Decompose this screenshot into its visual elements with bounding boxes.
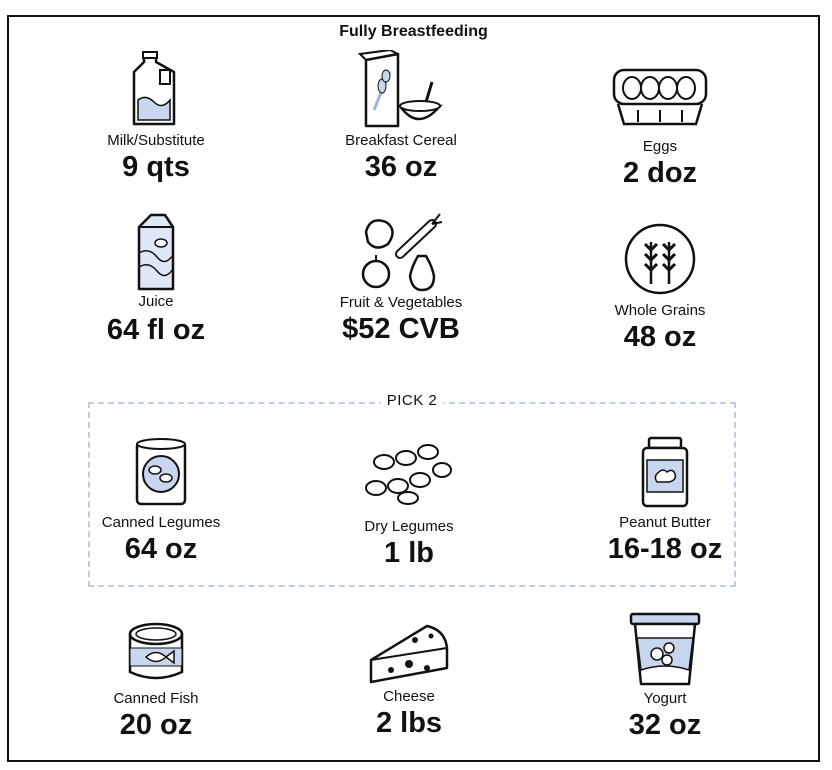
item-amount: 16-18 oz (607, 533, 723, 565)
item-label: Whole Grains (614, 302, 706, 319)
item-label: Juice (138, 293, 174, 310)
item-canned-fish: Canned Fish 20 oz (36, 620, 276, 742)
item-milk: Milk/Substitute 9 qts (36, 50, 276, 184)
item-label: Yogurt (643, 690, 687, 707)
item-label: Canned Legumes (101, 514, 221, 531)
item-whole-grains: Whole Grains 48 oz (540, 222, 780, 354)
item-juice: Juice 64 fl oz (36, 213, 276, 347)
item-dry-legumes: Dry Legumes 1 lb (289, 440, 529, 570)
item-label: Canned Fish (113, 690, 199, 707)
item-label: Breakfast Cereal (345, 132, 457, 149)
item-canned-legumes: Canned Legumes 64 oz (41, 436, 281, 566)
item-amount: 20 oz (119, 709, 193, 741)
item-amount: 1 lb (384, 537, 434, 569)
item-label: Dry Legumes (364, 518, 454, 535)
juice-carton-icon (137, 213, 175, 291)
pick-two-group: PICK 2 (88, 392, 736, 587)
fruit-vegetables-icon (361, 213, 443, 292)
item-label: Eggs (642, 138, 678, 155)
item-amount: 48 oz (623, 321, 697, 353)
item-cereal: Breakfast Cereal 36 oz (281, 50, 521, 184)
item-label: Peanut Butter (619, 514, 711, 531)
wheat-icon (624, 223, 696, 295)
item-amount: 64 oz (124, 533, 198, 565)
page-title: Fully Breastfeeding (325, 23, 502, 41)
cheese-icon (369, 624, 449, 684)
dry-legumes-icon (365, 444, 452, 505)
item-label: Cheese (383, 688, 435, 705)
item-amount: 2 lbs (375, 707, 443, 739)
item-fruit-vegetables: Fruit & Vegetables $52 CVB (281, 210, 521, 346)
canned-legumes-icon (135, 438, 187, 506)
yogurt-icon (629, 612, 701, 686)
pick-two-label: PICK 2 (380, 392, 444, 409)
item-amount: $52 CVB (342, 313, 460, 345)
item-amount: 9 qts (122, 151, 190, 183)
peanut-butter-icon (641, 436, 689, 508)
item-amount: 36 oz (364, 151, 438, 183)
item-cheese: Cheese 2 lbs (289, 620, 529, 740)
milk-jug-icon (132, 51, 176, 126)
item-amount: 64 fl oz (106, 314, 206, 346)
item-peanut-butter: Peanut Butter 16-18 oz (545, 436, 785, 566)
food-package-frame: Fully Breastfeeding (7, 15, 820, 762)
egg-carton-icon (612, 68, 708, 126)
item-amount: 2 doz (622, 157, 698, 189)
item-label: Milk/Substitute (107, 132, 205, 149)
canned-fish-icon (128, 622, 184, 680)
item-amount: 32 oz (628, 709, 702, 741)
item-label: Fruit & Vegetables (339, 294, 463, 311)
item-eggs: Eggs 2 doz (540, 60, 780, 190)
item-yogurt: Yogurt 32 oz (545, 612, 785, 742)
cereal-icon (357, 50, 443, 128)
